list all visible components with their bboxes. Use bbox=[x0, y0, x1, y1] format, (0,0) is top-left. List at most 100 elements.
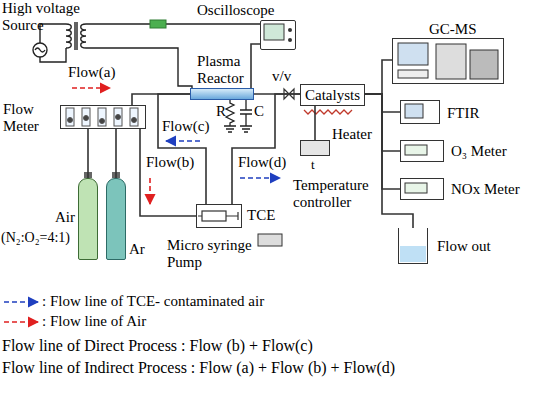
node-label: Temperature controller bbox=[293, 177, 383, 211]
air-flow-arrow bbox=[149, 178, 151, 204]
gas-line bbox=[87, 129, 89, 178]
flow-ball bbox=[132, 118, 137, 123]
component-label: C bbox=[254, 103, 264, 120]
node-note: (N₂:O₂=4:1) bbox=[1, 229, 70, 246]
ground-symbol bbox=[224, 126, 236, 132]
high-voltage-source bbox=[33, 22, 260, 88]
flow-tube bbox=[130, 108, 138, 126]
ozone-meter: O₃ Meter bbox=[400, 140, 444, 162]
gas-line bbox=[254, 93, 300, 95]
temperature-controller: Temperature controller bbox=[300, 140, 330, 156]
transformer-coil bbox=[81, 24, 86, 48]
source-wire bbox=[40, 24, 66, 62]
nox-meter: NOx Meter bbox=[400, 178, 444, 200]
valve-label: v/v bbox=[272, 68, 291, 85]
process-note: Flow line of Indirect Process : Flow (a)… bbox=[2, 358, 395, 377]
node-note: Micro syringe Pump bbox=[167, 237, 263, 271]
oscilloscope-knob bbox=[288, 28, 292, 32]
ac-source bbox=[33, 43, 47, 57]
node-label: FTIR bbox=[447, 105, 480, 122]
gas-line bbox=[115, 129, 117, 178]
component-label: R bbox=[216, 103, 226, 120]
component-label: t bbox=[311, 157, 315, 173]
syringe-barrel bbox=[202, 211, 226, 221]
capacitor-symbol bbox=[240, 100, 252, 126]
catalyst-bed: Catalysts bbox=[300, 84, 365, 106]
syringe-plunger bbox=[198, 212, 238, 220]
computer-monitor bbox=[398, 43, 428, 65]
flow-tube bbox=[82, 108, 90, 126]
syringe-pump: TCEMicro syringe Pump bbox=[196, 204, 242, 228]
legend-text: : Flow line of TCE- contaminated air bbox=[42, 293, 264, 309]
legend-text: : Flow line of Air bbox=[42, 313, 146, 329]
legend-line-sample bbox=[4, 301, 38, 303]
gas-line bbox=[232, 94, 300, 204]
flow-tube bbox=[98, 108, 106, 126]
ftir-monitor bbox=[405, 104, 423, 118]
flow-tube bbox=[114, 108, 122, 126]
transformer-core bbox=[75, 22, 77, 50]
oscilloscope-knob bbox=[288, 38, 292, 42]
beaker-liquid bbox=[400, 246, 426, 262]
oscilloscope-screen bbox=[264, 24, 284, 40]
gas-line bbox=[158, 94, 206, 204]
flow-meter-tubes bbox=[66, 108, 138, 126]
node-label: Flow out bbox=[437, 238, 491, 255]
ground-symbol bbox=[240, 126, 252, 132]
air-flow-arrow bbox=[72, 87, 110, 89]
node-label: Air bbox=[55, 209, 75, 226]
tce-flow-arrow bbox=[166, 140, 200, 142]
flow-meter: Flow Meter bbox=[60, 105, 146, 129]
node-label: Oscilloscope bbox=[197, 2, 274, 19]
flow-ball bbox=[84, 116, 89, 121]
heater-coil bbox=[304, 110, 352, 114]
resistor-symbol bbox=[226, 100, 234, 126]
probe-wire bbox=[251, 44, 260, 88]
legend-entry: : Flow line of TCE- contaminated air bbox=[42, 293, 264, 310]
gas-cylinder: Air(N₂:O₂=4:1) bbox=[78, 178, 98, 260]
flow-label: Flow(c) bbox=[162, 118, 210, 135]
flow-label: Flow(a) bbox=[68, 64, 116, 81]
heater-label: Heater bbox=[332, 126, 372, 143]
node-label: Catalysts bbox=[305, 87, 360, 104]
meter-display bbox=[405, 183, 427, 193]
flow-label: Flow(d) bbox=[238, 154, 286, 171]
flow-label: Flow(b) bbox=[146, 154, 194, 171]
keyboard bbox=[398, 70, 428, 78]
tce-flow-arrow bbox=[240, 177, 280, 179]
gas-line bbox=[132, 94, 190, 105]
plasma-reactor: Plasma Reactor bbox=[190, 88, 254, 100]
source-label: High voltage Source bbox=[2, 0, 102, 34]
flow-out-beaker: Flow out bbox=[398, 228, 428, 264]
node-label: TCE bbox=[247, 207, 275, 224]
oscilloscope: Oscilloscope bbox=[260, 20, 296, 50]
node-label: Ar bbox=[129, 241, 145, 258]
gc-unit bbox=[436, 44, 466, 79]
probe-wire bbox=[86, 23, 260, 24]
gas-line bbox=[365, 60, 392, 94]
gas-line bbox=[365, 94, 413, 228]
transformer-coil bbox=[66, 24, 71, 48]
gc-ms: GC-MS bbox=[392, 38, 504, 84]
flow-ball bbox=[68, 118, 73, 123]
node-label: O₃ Meter bbox=[451, 143, 507, 160]
meter-display bbox=[405, 145, 427, 155]
rc-circuit bbox=[224, 100, 252, 132]
gas-line bbox=[140, 129, 196, 216]
ms-unit bbox=[470, 50, 498, 79]
gc-ms-instrument bbox=[398, 43, 498, 79]
flow-ball bbox=[116, 115, 121, 120]
ac-symbol bbox=[35, 48, 45, 52]
process-note: Flow line of Direct Process : Flow (b) +… bbox=[2, 336, 313, 355]
legend-entry: : Flow line of Air bbox=[42, 313, 146, 330]
legend-line-sample bbox=[4, 321, 38, 323]
ftir: FTIR bbox=[400, 100, 440, 124]
node-label: Flow Meter bbox=[3, 101, 55, 135]
node-label: NOx Meter bbox=[451, 181, 520, 198]
pump-controller bbox=[258, 234, 282, 246]
syringe bbox=[198, 211, 238, 221]
node-label: GC-MS bbox=[429, 21, 477, 38]
gas-cylinder: Ar bbox=[106, 178, 126, 260]
voltage-probe bbox=[150, 20, 166, 28]
